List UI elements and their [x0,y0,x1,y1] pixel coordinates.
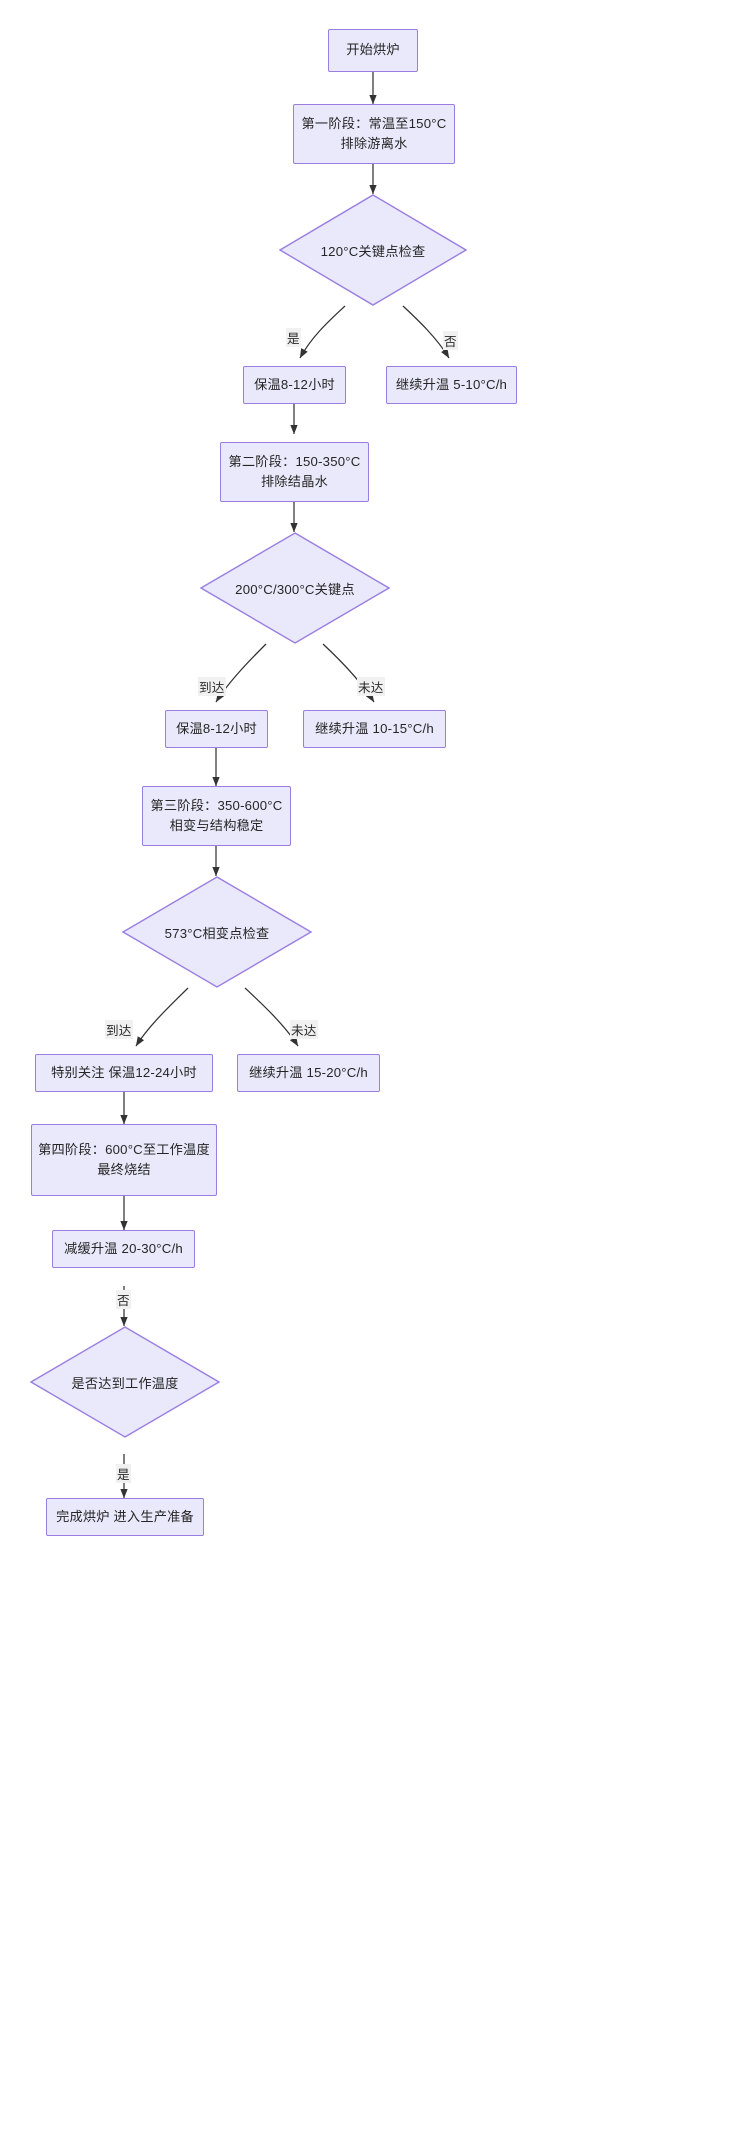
node-label: 保温8-12小时 [176,720,257,736]
decision-120c[interactable]: 120°C关键点检查 [279,194,467,306]
node-special-hold-12-24h[interactable]: 特别关注 保温12-24小时 [35,1054,213,1092]
diamond-shape [200,532,390,644]
edge-label-not-reached-200: 未达 [357,677,385,696]
edge-label-no-120: 否 [443,331,458,350]
node-label: 200°C/300°C关键点 [235,581,355,597]
diamond-shape [30,1326,220,1438]
node-slow-heating-20-30[interactable]: 减缓升温 20-30°C/h [52,1230,195,1268]
node-label: 保温8-12小时 [254,376,335,392]
edge-label-not-reached-573: 未达 [290,1020,318,1039]
node-continue-heating-10-15[interactable]: 继续升温 10-15°C/h [303,710,446,748]
edge-label-reached-573: 到达 [105,1020,133,1039]
node-phase-3[interactable]: 第三阶段：350-600°C 相变与结构稳定 [142,786,291,846]
decision-working-temperature[interactable]: 是否达到工作温度 [30,1326,220,1438]
node-phase-2[interactable]: 第二阶段：150-350°C 排除结晶水 [220,442,369,502]
decision-200-300c[interactable]: 200°C/300°C关键点 [200,532,390,644]
edge-label-no-working-temp: 否 [116,1290,131,1309]
node-label: 继续升温 10-15°C/h [315,720,434,736]
node-finish[interactable]: 完成烘炉 进入生产准备 [46,1498,204,1536]
edge-label-reached-200: 到达 [198,677,226,696]
node-label: 120°C关键点检查 [320,243,426,259]
node-label: 第四阶段：600°C至工作温度 最终烧结 [38,1141,210,1177]
node-hold-8-12h-b[interactable]: 保温8-12小时 [165,710,268,748]
node-label: 573°C相变点检查 [164,925,270,941]
node-phase-1[interactable]: 第一阶段：常温至150°C 排除游离水 [293,104,455,164]
node-label: 开始烘炉 [346,42,400,58]
node-continue-heating-15-20[interactable]: 继续升温 15-20°C/h [237,1054,380,1092]
node-phase-4[interactable]: 第四阶段：600°C至工作温度 最终烧结 [31,1124,217,1196]
diamond-shape [122,876,312,988]
edge-label-yes-120: 是 [286,328,301,347]
node-hold-8-12h-a[interactable]: 保温8-12小时 [243,366,346,404]
decision-573c[interactable]: 573°C相变点检查 [122,876,312,988]
node-label: 第三阶段：350-600°C 相变与结构稳定 [150,797,283,833]
node-continue-heating-5-10[interactable]: 继续升温 5-10°C/h [386,366,517,404]
node-label: 特别关注 保温12-24小时 [51,1064,197,1080]
node-label: 继续升温 15-20°C/h [249,1064,368,1080]
node-label: 继续升温 5-10°C/h [395,376,508,392]
node-start[interactable]: 开始烘炉 [328,29,418,72]
node-label: 第二阶段：150-350°C 排除结晶水 [228,453,361,489]
node-label: 是否达到工作温度 [71,1375,179,1391]
node-label: 完成烘炉 进入生产准备 [56,1508,194,1524]
edge-label-yes-working-temp: 是 [116,1464,131,1483]
node-label: 第一阶段：常温至150°C 排除游离水 [301,115,447,151]
node-label: 减缓升温 20-30°C/h [64,1240,183,1256]
diamond-shape [279,194,467,306]
